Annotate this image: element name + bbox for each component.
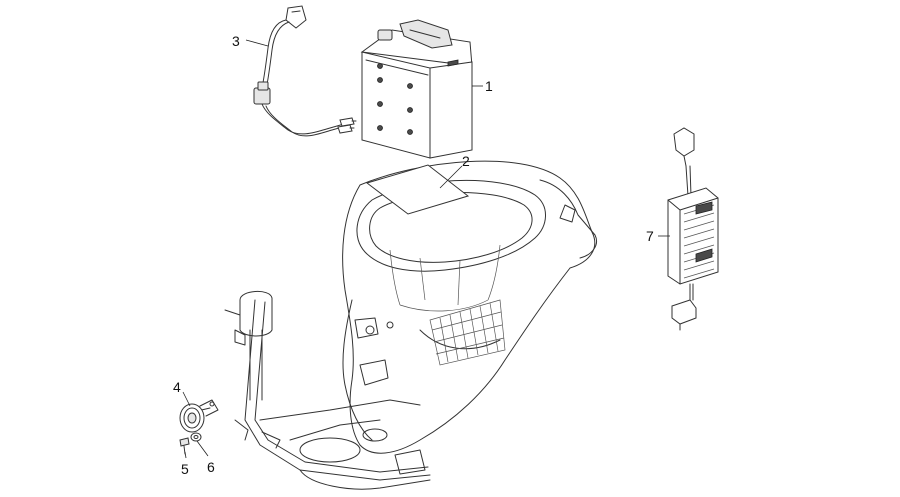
battery xyxy=(360,19,473,159)
callout-6: 6 xyxy=(207,459,215,475)
callout-2: 2 xyxy=(462,153,470,169)
callout-5: 5 xyxy=(181,461,189,477)
screw xyxy=(179,437,190,455)
callout-1: 1 xyxy=(485,78,493,94)
callout-7: 7 xyxy=(646,228,654,244)
side-grille xyxy=(429,299,506,366)
callout-3: 3 xyxy=(232,33,240,49)
battery-pad xyxy=(365,164,470,215)
scooter-body-frame xyxy=(224,160,597,490)
callout-4: 4 xyxy=(173,379,181,395)
horn xyxy=(179,399,219,433)
battery-charger xyxy=(667,127,719,331)
callout-labels: 1 2 3 4 5 6 7 xyxy=(173,33,654,477)
leader-lines xyxy=(182,39,670,459)
washer xyxy=(190,432,202,442)
wiring-harness xyxy=(253,5,357,137)
